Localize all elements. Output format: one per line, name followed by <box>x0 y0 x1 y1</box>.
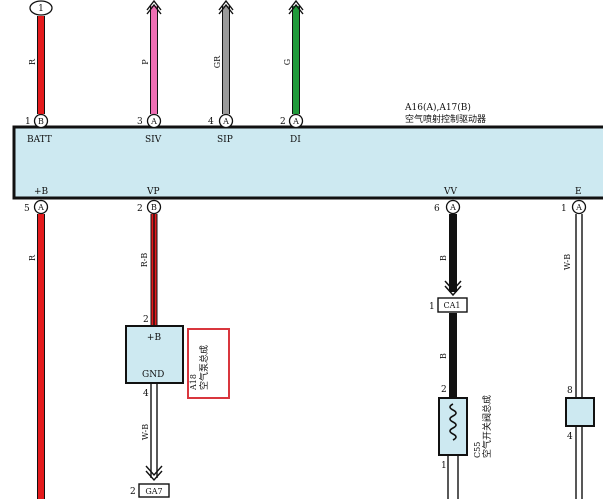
pin-label: DI <box>290 135 301 145</box>
svg-text:8: 8 <box>567 386 573 396</box>
wire-siv <box>146 0 162 114</box>
arrow-up-icon <box>288 0 304 11</box>
svg-text:2: 2 <box>280 117 286 127</box>
svg-text:5: 5 <box>24 204 30 214</box>
wire-color-label: GR <box>213 55 222 68</box>
arrow-down-icon <box>145 465 163 477</box>
svg-text:GND: GND <box>142 370 164 380</box>
wire-color-label: R <box>28 254 37 261</box>
pin-label: +B <box>34 187 49 197</box>
svg-text:1: 1 <box>429 302 435 312</box>
svg-text:A: A <box>222 117 229 126</box>
svg-text:B: B <box>38 117 44 126</box>
svg-text:3: 3 <box>137 117 143 127</box>
ecu-box <box>12 125 603 200</box>
wire-sip <box>218 0 234 114</box>
svg-text:2: 2 <box>441 385 447 395</box>
svg-text:空气泵总成: 空气泵总成 <box>198 345 210 390</box>
svg-text:1: 1 <box>441 461 447 471</box>
svg-text:GA7: GA7 <box>145 487 162 496</box>
air-switch-valve: 2 1 <box>438 385 468 471</box>
pin-siv: 3 A SIV <box>137 113 162 145</box>
arrow-up-icon <box>146 0 162 11</box>
svg-text:2: 2 <box>137 204 143 214</box>
air-pump: 2 +B GND 4 <box>125 315 184 399</box>
wire-color-label: W-B <box>141 424 150 440</box>
svg-text:+B: +B <box>147 333 162 343</box>
svg-text:6: 6 <box>434 204 440 214</box>
pin-label: VV <box>443 187 457 197</box>
ecu-name: 空气喷射控制驱动器 <box>405 113 486 125</box>
svg-text:A: A <box>575 203 582 212</box>
wire-color-label: B <box>439 255 448 261</box>
wire-di <box>288 0 304 114</box>
pin-label: VP <box>146 187 160 197</box>
wire-pump-ground <box>145 384 163 482</box>
arrow-down-icon <box>444 280 462 292</box>
wire-color-label: P <box>141 59 150 65</box>
pin-batt: 1 B BATT <box>25 113 52 145</box>
svg-text:A: A <box>449 203 456 212</box>
pin-label: E <box>575 187 582 197</box>
wire-color-label: B <box>439 353 448 359</box>
pin-plus-b: 5 A <box>24 199 49 215</box>
pin-label: BATT <box>27 135 52 145</box>
right-component: 8 4 <box>565 386 595 442</box>
svg-text:4: 4 <box>208 117 214 127</box>
wire-color-label: W-B <box>563 254 572 270</box>
off-page-marker: 1 <box>29 0 53 16</box>
pin-label: SIV <box>145 135 162 145</box>
coil-icon <box>449 403 457 441</box>
pump-name-highlight: A18 空气泵总成 <box>187 328 230 399</box>
pin-sip: 4 A SIP <box>208 113 234 145</box>
svg-text:2: 2 <box>143 315 149 325</box>
junction-connector: 1 CA1 <box>429 297 468 313</box>
svg-text:1: 1 <box>561 204 567 214</box>
pin-vp: 2 B <box>137 199 162 215</box>
pin-di: 2 A DI <box>280 113 304 145</box>
valve-name: 空气开关阀总成 <box>481 395 493 458</box>
arrow-up-icon <box>218 0 234 11</box>
wire-vv <box>444 214 462 499</box>
svg-text:4: 4 <box>143 389 149 399</box>
pin-e: 1 A <box>561 199 587 215</box>
ecu-ref: A16(A),A17(B) <box>404 102 471 113</box>
wire-color-label: G <box>283 59 292 65</box>
wire-e <box>575 214 583 499</box>
svg-text:2: 2 <box>130 487 136 497</box>
wire-color-label: R-B <box>140 253 149 268</box>
ground-connector: 2 GA7 <box>130 483 170 498</box>
svg-text:A18: A18 <box>189 374 198 391</box>
svg-text:A: A <box>292 117 299 126</box>
svg-text:1: 1 <box>25 117 31 127</box>
pin-vv: 6 A <box>434 199 461 215</box>
svg-text:B: B <box>151 203 157 212</box>
svg-text:4: 4 <box>567 432 573 442</box>
svg-text:A: A <box>37 203 44 212</box>
pin-label: SIP <box>217 135 233 145</box>
valve-ref: C55 <box>473 442 482 458</box>
svg-text:A: A <box>150 117 157 126</box>
svg-text:CA1: CA1 <box>444 301 461 310</box>
svg-text:1: 1 <box>38 4 44 14</box>
wire-color-label: R <box>28 58 37 65</box>
